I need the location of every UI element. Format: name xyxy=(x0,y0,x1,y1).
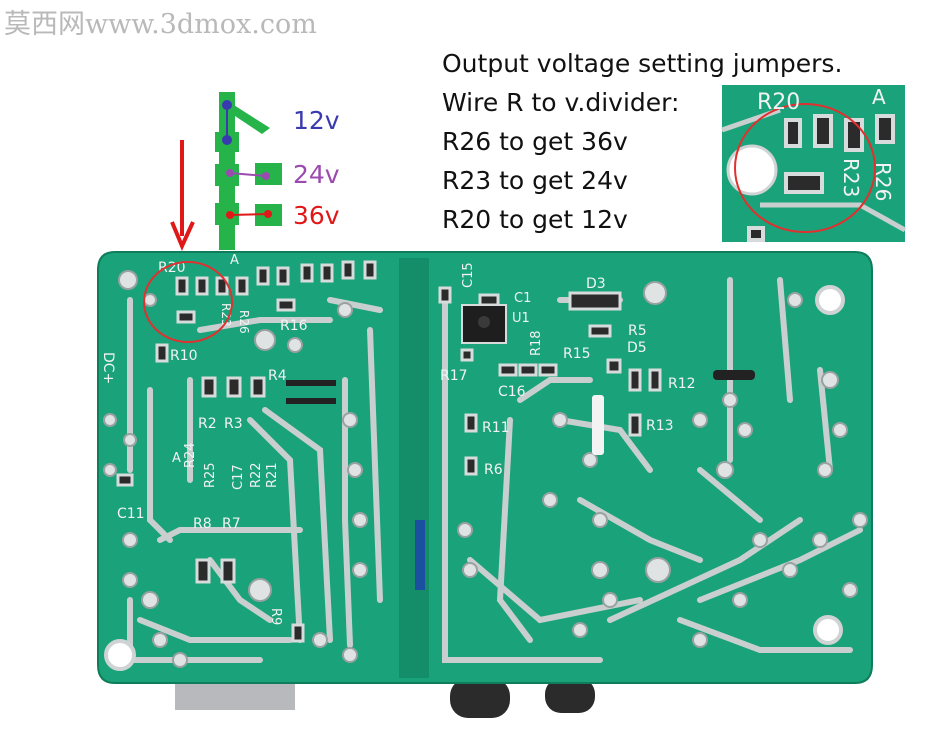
inset-label-a: A xyxy=(872,85,886,109)
watermark: 莫西网www.3dmox.com xyxy=(4,9,317,40)
silk-r15: R15 xyxy=(563,346,591,362)
inset-label-r26: R26 xyxy=(871,162,895,201)
silk-r2: R2 xyxy=(198,416,217,432)
silk-r23: R23 xyxy=(219,303,233,327)
silk-c11: C11 xyxy=(117,506,145,522)
silk-dc: DC+ xyxy=(100,352,116,384)
silk-r10: R10 xyxy=(170,348,198,364)
arrow-indicator xyxy=(170,140,195,251)
inset-highlight-circle xyxy=(734,103,876,233)
silk-r22: R22 xyxy=(249,462,264,488)
instruction-line-wire: Wire R to v.divider: xyxy=(442,88,680,117)
silk-r25: R25 xyxy=(203,462,218,488)
silk-a-mid: A xyxy=(172,451,181,466)
silk-r5: R5 xyxy=(628,323,647,339)
jumper-wire-r4b xyxy=(286,398,336,404)
instruction-notes: Output voltage setting jumpers. Wire R t… xyxy=(442,44,842,239)
shunt-resistor xyxy=(713,370,755,380)
inset-mounting-hole xyxy=(726,144,778,196)
instruction-line-r23: R23 to get 24v xyxy=(442,166,628,195)
silk-r13: R13 xyxy=(646,418,674,434)
board-silkscreen: R20 A R23 R26 R16 R10 DC+ R4 R2 R3 A R24… xyxy=(100,253,696,625)
silk-r17: R17 xyxy=(440,368,468,384)
silk-r20: R20 xyxy=(158,260,186,276)
silk-r26: R26 xyxy=(237,310,251,334)
silk-r21: R21 xyxy=(265,462,280,488)
jumper-wire-r4 xyxy=(286,380,336,386)
jumper-diagram xyxy=(215,92,282,250)
silk-r24: R24 xyxy=(183,442,198,468)
silk-c17: C17 xyxy=(231,464,246,490)
jumper-wire-36v xyxy=(229,213,269,216)
solder-pads xyxy=(103,270,868,668)
silk-d5: D5 xyxy=(627,340,647,356)
board-highlight-circle xyxy=(143,261,233,343)
jumper-label-12v: 12v xyxy=(293,106,340,135)
silk-r8: R8 xyxy=(193,516,212,532)
inset-label-r20: R20 xyxy=(757,90,800,115)
instruction-line-title: Output voltage setting jumpers. xyxy=(442,49,843,78)
silk-d3: D3 xyxy=(586,276,606,292)
jumper-label-24v: 24v xyxy=(293,160,340,189)
capacitor-base-right xyxy=(545,678,595,713)
silk-c1: C1 xyxy=(514,291,531,306)
silk-r11: R11 xyxy=(482,420,510,436)
mounting-holes xyxy=(104,285,845,671)
silk-r12: R12 xyxy=(668,376,696,392)
silk-r16: R16 xyxy=(280,318,308,334)
silk-r4: R4 xyxy=(268,368,287,384)
capacitor-base-left xyxy=(450,678,510,718)
inset-label-r23: R23 xyxy=(839,158,863,197)
silk-r6: R6 xyxy=(484,462,503,478)
smd-components xyxy=(116,260,662,643)
isolation-gap xyxy=(399,258,429,678)
jumper-pad-12v xyxy=(226,100,270,134)
silk-u1: U1 xyxy=(512,311,530,326)
silk-c16: C16 xyxy=(498,384,526,400)
blue-component xyxy=(415,520,425,590)
jumper-wire-24v xyxy=(229,172,267,177)
silk-r18: R18 xyxy=(529,330,544,356)
silk-r9: R9 xyxy=(268,608,283,625)
silk-r3: R3 xyxy=(224,416,243,432)
silk-r7: R7 xyxy=(222,516,241,532)
inset-zoom-photo: R20 A R23 R26 xyxy=(721,85,907,242)
white-component xyxy=(592,395,604,455)
silk-c15: C15 xyxy=(461,262,476,288)
pcb-board xyxy=(97,251,873,684)
instruction-line-r20: R20 to get 12v xyxy=(442,205,628,234)
silk-a-top: A xyxy=(230,253,239,268)
jumper-label-36v: 36v xyxy=(293,201,340,230)
heatsink-edge xyxy=(175,680,295,710)
instruction-line-r26: R26 to get 36v xyxy=(442,127,628,156)
